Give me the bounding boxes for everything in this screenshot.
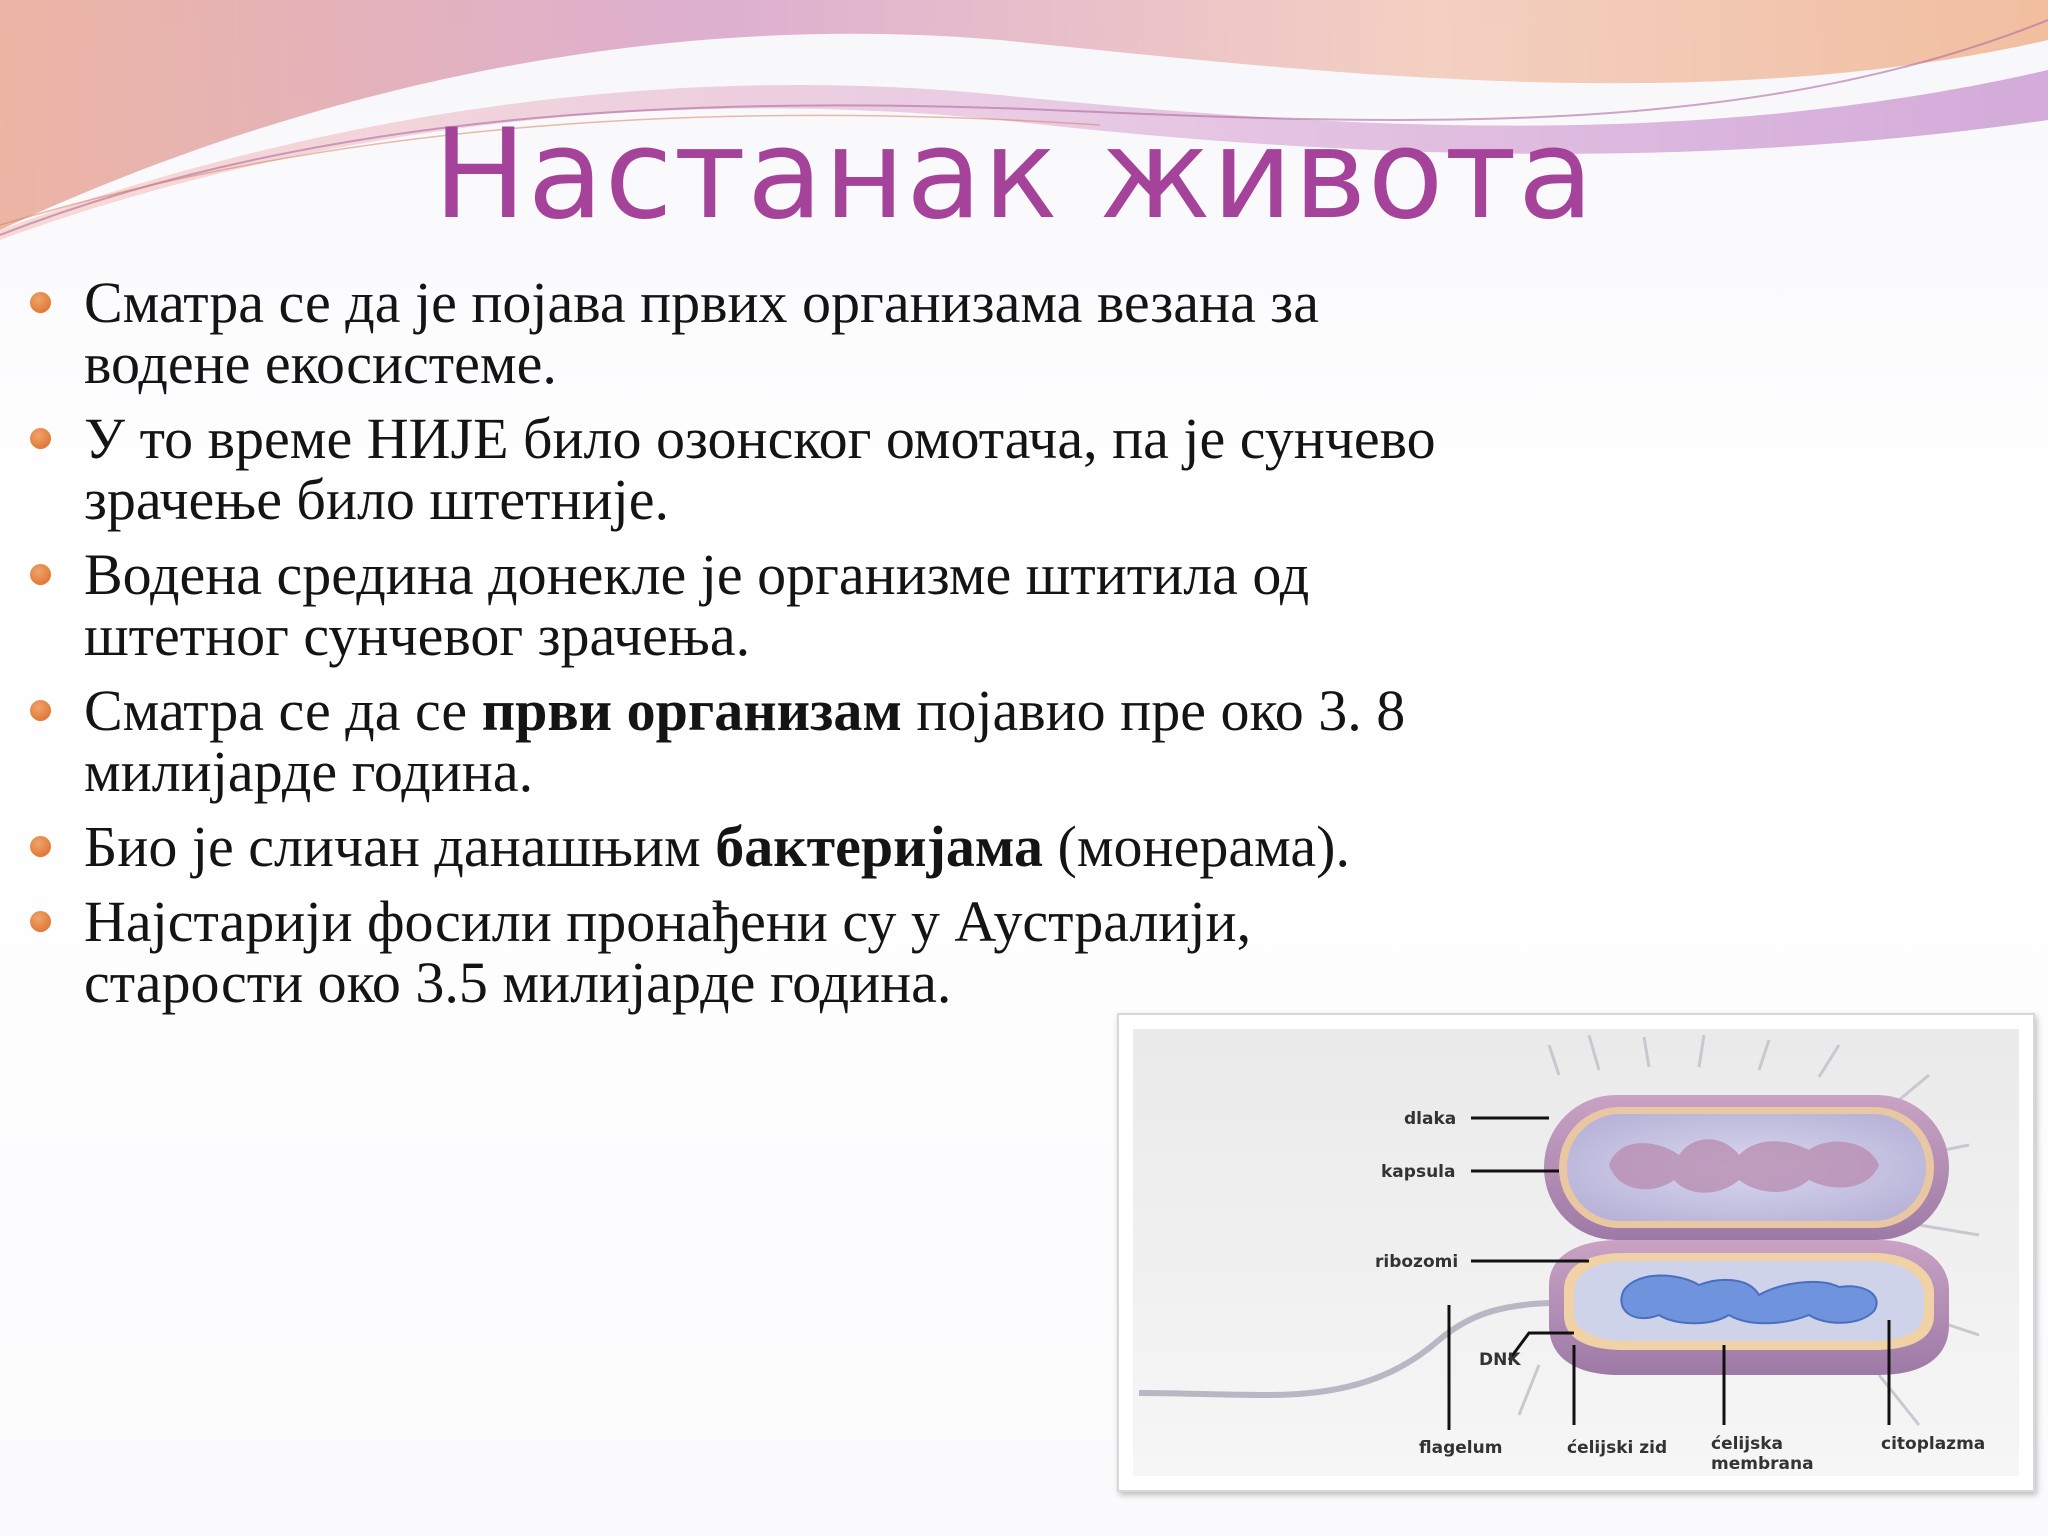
bacteria-diagram: dlaka kapsula ribozomi DNK flagelum ćeli… [1117, 1013, 2035, 1492]
bullet-item: Био је сличан данашњим бактеријама (моне… [30, 816, 1460, 877]
decorative-waves [0, 0, 2048, 240]
label-kapsula: kapsula [1381, 1162, 1455, 1182]
bullet-text: Најстарији фосили пронађени су у Аустрал… [84, 889, 1252, 1015]
bold-text: први организам [481, 678, 902, 743]
label-ribozomi: ribozomi [1375, 1252, 1458, 1272]
label-flagelum: flagelum [1419, 1438, 1502, 1458]
bacteria-illustration: dlaka kapsula ribozomi DNK flagelum ćeli… [1133, 1029, 2019, 1476]
bullet-dot-icon [30, 292, 51, 313]
bullet-text: Водена средина донекле је организме штит… [84, 542, 1310, 668]
bullet-item: Сматра се да је појава првих организама … [30, 272, 1460, 394]
label-membrana: membrana [1711, 1454, 1814, 1474]
bullet-dot-icon [30, 836, 51, 857]
bullet-text: Сматра се да се [84, 678, 482, 743]
bullet-text: Сматра се да је појава првих организама … [84, 270, 1319, 396]
label-celijski-zid: ćelijski zid [1567, 1438, 1667, 1458]
slide-title: Настанак живота [433, 103, 1595, 247]
bullet-item: Најстарији фосили пронађени су у Аустрал… [30, 891, 1460, 1013]
bullet-item: Водена средина донекле је организме штит… [30, 544, 1460, 666]
label-dnk: DNK [1479, 1350, 1521, 1370]
bullet-text: (монерама). [1043, 814, 1350, 879]
bullet-text: У то време НИЈЕ било озонског омотача, п… [84, 406, 1436, 532]
bullet-dot-icon [30, 911, 51, 932]
bullet-list: Сматра се да је појава првих организама … [30, 272, 1460, 1027]
pointer-lines [1447, 1116, 1891, 1430]
bullet-text: појавио пре око 3. 8 милијарде година. [84, 678, 1406, 804]
bold-text: бактеријама [715, 814, 1044, 879]
label-dlaka: dlaka [1404, 1109, 1456, 1129]
bullet-dot-icon [30, 700, 51, 721]
label-celijska: ćelijska [1711, 1434, 1783, 1454]
label-citoplazma: citoplazma [1881, 1434, 1985, 1454]
bullet-dot-icon [30, 428, 51, 449]
bullet-item: У то време НИЈЕ било озонског омотача, п… [30, 408, 1460, 530]
bullet-dot-icon [30, 564, 51, 585]
bullet-text: Био је сличан данашњим [84, 814, 716, 879]
bullet-item: Сматра се да се први организам појавио п… [30, 680, 1460, 802]
